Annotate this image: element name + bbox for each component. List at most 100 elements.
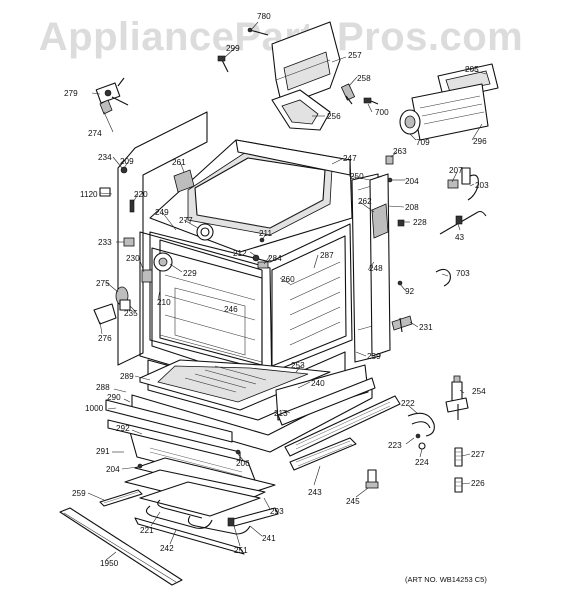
part-220[interactable]: [129, 199, 135, 213]
part-258[interactable]: [340, 83, 356, 105]
flue-duct-inner: [283, 51, 331, 91]
right-lower-parts: [365, 375, 469, 493]
bracket-262[interactable]: [371, 203, 389, 239]
part-204-low[interactable]: [137, 463, 143, 469]
callout-279: 279: [64, 89, 78, 98]
valve-279[interactable]: [95, 77, 129, 115]
callout-275: 275: [96, 279, 110, 288]
part-284[interactable]: [257, 261, 269, 269]
callout-277: 277: [179, 216, 193, 225]
callout-246: 246: [224, 305, 238, 314]
front-trim-242[interactable]: [134, 517, 245, 555]
callout-208: 208: [405, 203, 419, 212]
rail-290[interactable]: [105, 399, 233, 443]
drawer-slide[interactable]: [99, 489, 143, 507]
oven-body-assembly: [59, 111, 401, 586]
part-263[interactable]: [385, 155, 394, 165]
burner-tube-rail[interactable]: [289, 437, 357, 471]
callout-211: 211: [259, 229, 272, 238]
callout-780: 780: [257, 12, 271, 21]
connector-207[interactable]: [447, 167, 479, 201]
bake-burner[interactable]: [145, 499, 251, 535]
part-700[interactable]: [363, 97, 379, 105]
oven-liner-side: [271, 235, 347, 367]
part-231[interactable]: [391, 315, 413, 333]
part-227[interactable]: [454, 447, 463, 467]
wire-43[interactable]: [439, 210, 487, 235]
callout-233: 233: [98, 238, 112, 247]
part-251[interactable]: [227, 517, 235, 527]
part-233[interactable]: [123, 237, 135, 247]
callout-248: 248: [369, 264, 383, 273]
callout-210: 210: [157, 298, 171, 307]
bracket-276[interactable]: [93, 303, 117, 325]
part-299[interactable]: [217, 55, 229, 73]
part-229[interactable]: [153, 252, 173, 272]
callout-212: 212: [233, 249, 247, 258]
part-92[interactable]: [397, 280, 403, 286]
part-209[interactable]: [120, 166, 128, 174]
callout-234: 234: [98, 153, 112, 162]
part-245[interactable]: [365, 469, 379, 489]
part-1120[interactable]: [99, 187, 111, 197]
upper-parts: [95, 21, 499, 333]
bracket-222[interactable]: [407, 412, 435, 439]
callout-222: 222: [401, 399, 415, 408]
callout-231: 231: [419, 323, 433, 332]
callout-292: 292: [116, 424, 130, 433]
part-709[interactable]: [399, 109, 421, 135]
part-228[interactable]: [397, 219, 405, 227]
manifold-bracket[interactable]: [277, 377, 376, 426]
callout-labels: 780 299 257 258 205 279 700 274 256 296 …: [64, 12, 489, 568]
part-204-top[interactable]: [387, 177, 393, 183]
callout-204a: 204: [405, 177, 419, 186]
callout-203: 203: [475, 181, 489, 190]
callout-296: 296: [473, 137, 487, 146]
callout-247: 247: [343, 154, 357, 163]
callout-223: 223: [388, 441, 402, 450]
callout-209: 209: [120, 157, 134, 166]
callout-289: 289: [120, 372, 134, 381]
callout-230: 230: [126, 254, 140, 263]
callout-284: 284: [268, 254, 282, 263]
oven-rear-opening: [174, 287, 246, 356]
callout-259: 259: [72, 489, 86, 498]
callout-274: 274: [88, 129, 102, 138]
part-235[interactable]: [119, 299, 131, 311]
callout-291: 291: [96, 447, 110, 456]
callout-1120: 1120: [80, 190, 98, 199]
part-212[interactable]: [252, 254, 260, 262]
callout-240: 240: [311, 379, 325, 388]
part-224[interactable]: [418, 442, 426, 450]
art-number: (ART NO. WB14253 C5): [405, 575, 487, 584]
callout-261: 261: [172, 158, 186, 167]
part-206[interactable]: [235, 449, 241, 455]
callout-92: 92: [405, 287, 415, 296]
burner-tray[interactable]: [139, 481, 261, 517]
part-226[interactable]: [454, 477, 463, 493]
callout-221: 221: [140, 526, 154, 535]
trim-strip-1950[interactable]: [59, 507, 183, 586]
callout-249: 249: [155, 208, 169, 217]
valve-254[interactable]: [445, 375, 469, 420]
callout-43: 43: [455, 233, 465, 242]
kick-rail[interactable]: [107, 419, 241, 461]
rack-supports-left: [164, 274, 256, 341]
callout-288: 288: [96, 383, 110, 392]
callout-703: 703: [456, 269, 470, 278]
part-230[interactable]: [141, 269, 153, 283]
rear-panel-296[interactable]: [411, 83, 489, 141]
callout-204b: 204: [106, 465, 120, 474]
callout-224: 224: [415, 458, 429, 467]
callout-260: 260: [281, 275, 295, 284]
callout-227: 227: [471, 450, 485, 459]
broiler-pan-inner: [157, 365, 309, 403]
clip-703[interactable]: [435, 268, 451, 287]
callout-242: 242: [160, 544, 174, 553]
callout-293: 293: [270, 507, 284, 516]
callout-254: 254: [472, 387, 486, 396]
bracket-261[interactable]: [173, 169, 195, 193]
callout-243: 243: [308, 488, 322, 497]
part-780[interactable]: [249, 29, 269, 36]
